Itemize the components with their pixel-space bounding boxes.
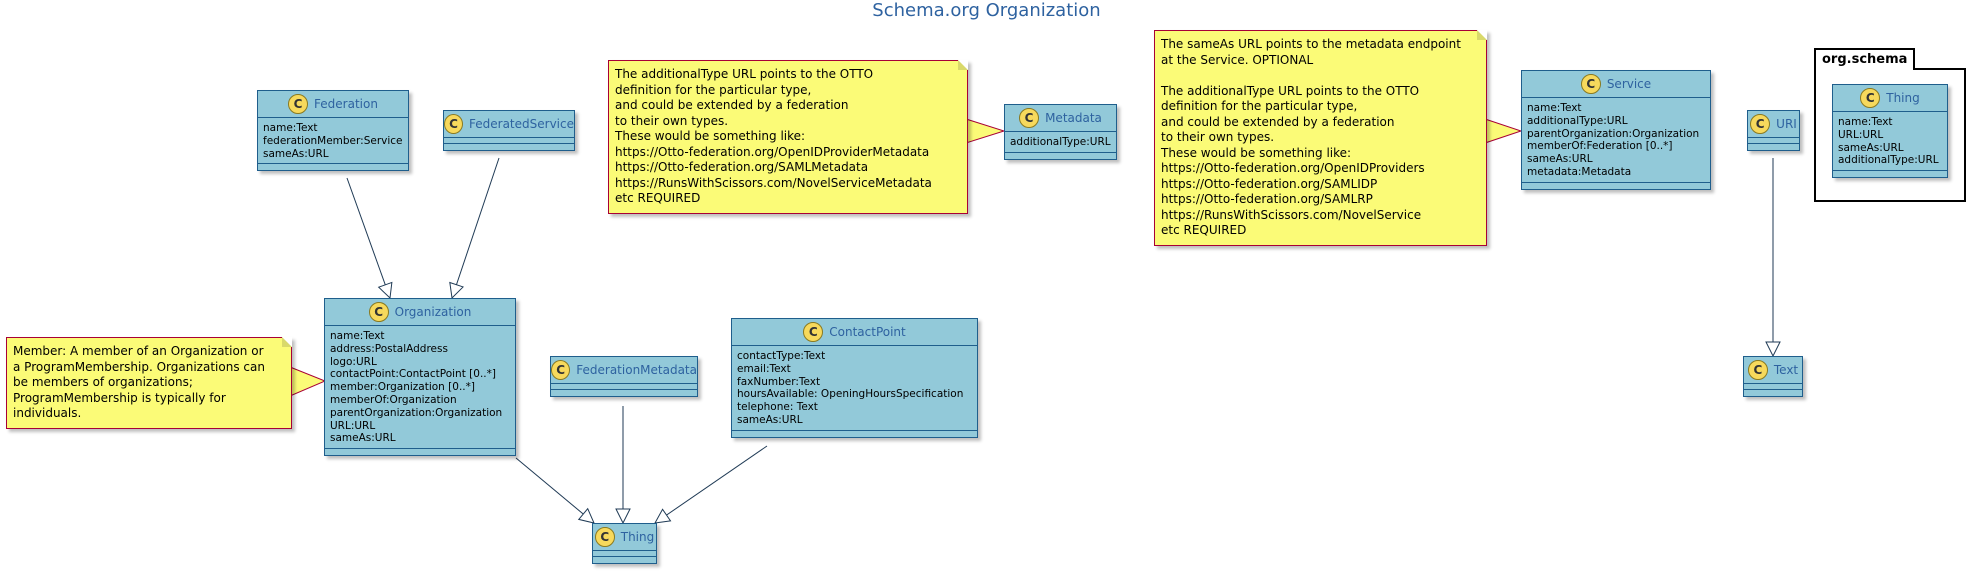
class-attributes: name:Text address:PostalAddress logo:URL…	[325, 326, 515, 450]
class-stereotype-icon: C	[594, 527, 615, 547]
class-name: Thing	[1886, 91, 1920, 105]
class-header: C FederatedService	[444, 111, 574, 138]
class-header: C Text	[1744, 357, 1802, 384]
class-attributes	[444, 138, 574, 144]
class-service[interactable]: C Service name:Text additionalType:URL p…	[1521, 70, 1711, 190]
class-header: C Thing	[1833, 85, 1947, 112]
class-uri[interactable]: C URI	[1747, 110, 1800, 151]
class-header: C FederationMetadata	[551, 357, 697, 384]
class-text[interactable]: C Text	[1743, 356, 1803, 397]
class-methods	[1522, 183, 1710, 189]
class-methods	[732, 431, 977, 437]
class-name: FederatedService	[469, 117, 574, 131]
class-name: Federation	[314, 97, 378, 111]
diagram-title: Schema.org Organization	[872, 0, 1101, 21]
class-header: C ContactPoint	[732, 319, 977, 346]
edge-federatedservice-organization	[452, 157, 500, 298]
class-header: C Thing	[593, 524, 656, 551]
class-stereotype-icon: C	[1580, 74, 1601, 94]
note-text: Member: A member of an Organization or a…	[13, 344, 265, 420]
class-attributes: name:Text URL:URL sameAs:URL additionalT…	[1833, 112, 1947, 172]
note-member[interactable]: Member: A member of an Organization or a…	[6, 337, 292, 429]
class-attributes: name:Text federationMember:Service sameA…	[258, 118, 408, 165]
class-organization[interactable]: C Organization name:Text address:PostalA…	[324, 298, 516, 457]
class-stereotype-icon: C	[368, 302, 389, 322]
class-name: ContactPoint	[829, 325, 906, 339]
class-attributes	[1748, 138, 1799, 144]
class-name: Thing	[620, 530, 655, 544]
class-methods	[551, 390, 697, 396]
class-federation[interactable]: C Federation name:Text federationMember:…	[257, 90, 409, 172]
note-text: The sameAs URL points to the metadata en…	[1161, 37, 1461, 237]
class-header: C Service	[1522, 71, 1710, 98]
class-attributes	[1744, 384, 1802, 390]
note-text: The additionalType URL points to the OTT…	[615, 67, 932, 205]
class-methods	[1833, 171, 1947, 177]
class-stereotype-icon: C	[551, 360, 571, 380]
class-attributes: additionalType:URL	[1005, 132, 1116, 153]
edge-contactpoint-thing	[655, 445, 768, 523]
class-name: Text	[1773, 363, 1799, 377]
note-sameas[interactable]: The sameAs URL points to the metadata en…	[1154, 30, 1487, 246]
class-methods	[1005, 153, 1116, 159]
class-thing[interactable]: C Thing	[592, 523, 657, 564]
class-methods	[1748, 144, 1799, 150]
class-methods	[325, 449, 515, 455]
class-contactpoint[interactable]: C ContactPoint contactType:Text email:Te…	[731, 318, 978, 438]
class-metadata[interactable]: C Metadata additionalType:URL	[1004, 104, 1117, 160]
class-stereotype-icon: C	[1860, 88, 1881, 108]
class-attributes	[593, 551, 656, 557]
class-header: C URI	[1748, 111, 1799, 138]
note-link-member-organization	[289, 366, 327, 397]
class-attributes: contactType:Text email:Text faxNumber:Te…	[732, 346, 977, 431]
class-federatedservice[interactable]: C FederatedService	[443, 110, 575, 151]
note-link-sameas-service	[1484, 118, 1523, 144]
class-attributes: name:Text additionalType:URL parentOrgan…	[1522, 98, 1710, 183]
package-org-schema[interactable]: org.schema C Thing name:Text URL:URL sam…	[1814, 48, 1966, 202]
class-header: C Federation	[258, 91, 408, 118]
note-fold-corner	[282, 337, 292, 347]
class-federationmetadata[interactable]: C FederationMetadata	[550, 356, 698, 397]
edge-federation-organization	[346, 177, 390, 298]
class-name: FederationMetadata	[576, 363, 697, 377]
package-name: org.schema	[1814, 48, 1916, 70]
class-schema-thing[interactable]: C Thing name:Text URL:URL sameAs:URL add…	[1832, 84, 1948, 179]
class-name: Service	[1606, 77, 1652, 91]
class-stereotype-icon: C	[1750, 114, 1771, 134]
edge-organization-thing	[515, 457, 594, 523]
class-methods	[593, 557, 656, 563]
class-stereotype-icon: C	[288, 94, 309, 114]
class-header: C Metadata	[1005, 105, 1116, 132]
class-stereotype-icon: C	[444, 114, 464, 134]
class-name: Organization	[394, 305, 472, 319]
class-methods	[444, 144, 574, 150]
note-fold-corner	[1477, 30, 1487, 40]
class-name: Metadata	[1045, 111, 1102, 125]
note-link-additionaltype-metadata	[965, 118, 1006, 144]
class-stereotype-icon: C	[1019, 108, 1040, 128]
note-fold-corner	[958, 60, 968, 70]
note-additionaltype[interactable]: The additionalType URL points to the OTT…	[608, 60, 968, 214]
class-stereotype-icon: C	[803, 322, 824, 342]
class-header: C Organization	[325, 299, 515, 326]
class-methods	[258, 164, 408, 170]
class-attributes	[551, 384, 697, 390]
class-methods	[1744, 390, 1802, 396]
class-name: URI	[1776, 117, 1797, 131]
class-stereotype-icon: C	[1747, 360, 1768, 380]
